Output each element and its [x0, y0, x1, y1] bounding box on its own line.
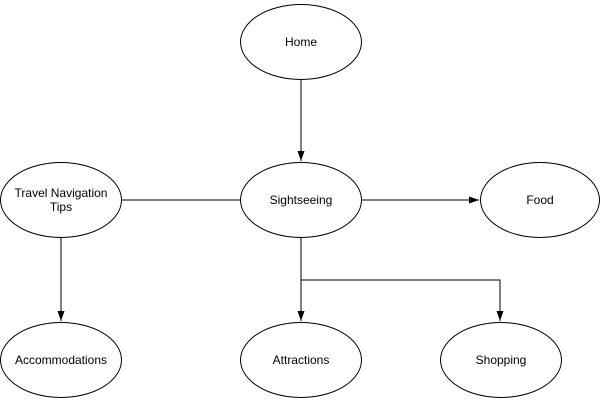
node-home-label: Home [284, 34, 317, 49]
node-home: Home [240, 4, 362, 80]
node-shopping: Shopping [440, 322, 562, 398]
node-travel-navigation-tips-label: Travel Navigation Tips [14, 185, 108, 214]
node-travel-navigation-tips: Travel Navigation Tips [0, 162, 122, 238]
node-accommodations-label: Accommodations [14, 352, 108, 367]
node-accommodations: Accommodations [0, 322, 122, 398]
node-sightseeing: Sightseeing [240, 162, 362, 238]
node-attractions: Attractions [240, 322, 362, 398]
node-food: Food [480, 162, 600, 238]
edge-sightseeing-shopping [300, 238, 504, 321]
node-food-label: Food [526, 192, 554, 207]
node-sightseeing-label: Sightseeing [269, 192, 333, 207]
node-attractions-label: Attractions [272, 352, 330, 367]
node-shopping-label: Shopping [475, 352, 527, 367]
